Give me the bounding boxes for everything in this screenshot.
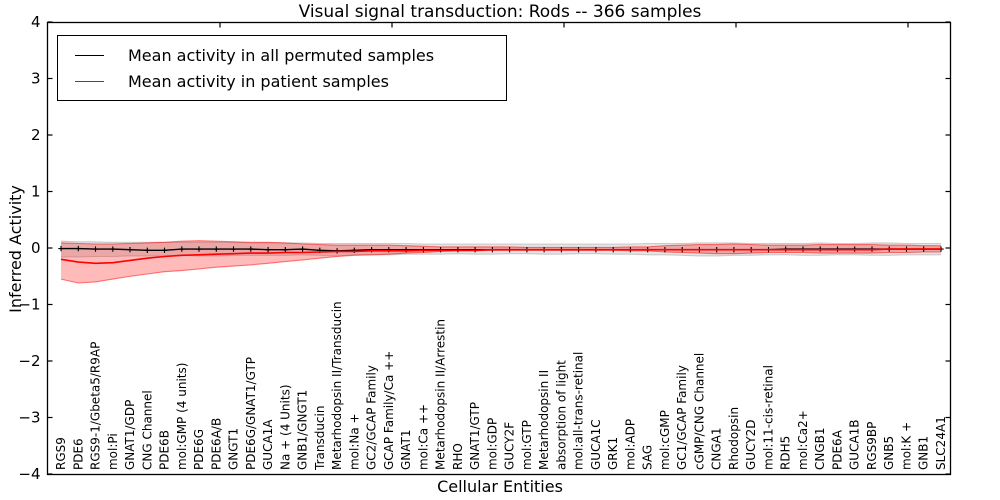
x-category-label: mol:Na + bbox=[347, 413, 361, 470]
patient-samples-std-band bbox=[61, 240, 941, 283]
x-category-label: GUCY2D bbox=[744, 420, 758, 470]
x-category-label: cGMP/CNG Channel bbox=[692, 353, 706, 470]
x-category-label: mol:GMP (4 units) bbox=[175, 363, 189, 470]
x-category-label: Metarhodopsin II/Arrestin bbox=[434, 319, 448, 470]
x-axis-title: Cellular Entities bbox=[437, 477, 563, 496]
x-category-label: GNB1/GNGT1 bbox=[296, 390, 310, 470]
x-category-label: GUCA1B bbox=[848, 419, 862, 470]
x-category-label: Rhodopsin bbox=[727, 407, 741, 470]
y-tick-label: 3 bbox=[31, 70, 41, 88]
x-category-label: Transducin bbox=[313, 406, 327, 471]
x-category-label: mol:GTP bbox=[520, 420, 534, 470]
x-category-label: RGS9-1/Gbeta5/R9AP bbox=[89, 342, 103, 470]
mean-lines bbox=[58, 245, 944, 265]
x-category-label: Metarhodopsin II/Transducin bbox=[330, 301, 344, 470]
y-tick-label: −1 bbox=[18, 296, 40, 314]
x-category-label: mol:GDP bbox=[485, 418, 499, 470]
patient-mean-line bbox=[60, 248, 941, 265]
y-tick-label: 1 bbox=[31, 183, 41, 201]
top-ticks bbox=[219, 22, 909, 28]
legend-item-patient: Mean activity in patient samples bbox=[75, 68, 506, 94]
x-category-label: GNAT1/GDP bbox=[123, 400, 137, 470]
legend: Mean activity in all permuted samples Me… bbox=[57, 35, 507, 101]
x-category-label: CNGB1 bbox=[813, 427, 827, 470]
x-category-label: mol:Pi bbox=[106, 433, 120, 470]
legend-label-patient: Mean activity in patient samples bbox=[128, 71, 389, 91]
legend-item-permuted: Mean activity in all permuted samples bbox=[75, 42, 506, 68]
std-bands bbox=[60, 240, 941, 284]
y-tick-label: −4 bbox=[18, 465, 40, 483]
x-category-label: Na + (4 Units) bbox=[278, 384, 292, 470]
x-category-label: PDE6G bbox=[192, 429, 206, 470]
x-category-label: RGS9 bbox=[54, 437, 68, 470]
x-category-label: CNGA1 bbox=[710, 428, 724, 471]
chart-title: Visual signal transduction: Rods -- 366 … bbox=[298, 2, 702, 22]
y-tick-label: 4 bbox=[31, 13, 41, 31]
x-category-label: GC2/GCAP Family bbox=[365, 365, 379, 470]
x-category-label: mol:Ca2+ bbox=[796, 410, 810, 470]
x-category-label: PDE6A/B bbox=[209, 418, 223, 470]
x-category-label: PDE6 bbox=[71, 438, 85, 470]
x-category-label: RHO bbox=[451, 443, 465, 470]
x-category-label: GC1/GCAP Family bbox=[675, 365, 689, 470]
x-category-label: mol:ADP bbox=[623, 419, 637, 470]
x-category-label: mol:11-cis-retinal bbox=[762, 365, 776, 470]
legend-line-black bbox=[75, 54, 104, 56]
x-category-label: Metarhodopsin II bbox=[537, 370, 551, 470]
x-category-label: GUCY2F bbox=[503, 422, 517, 470]
y-axis-ticks: 4 3 2 1 0 −1 −2 −3 −4 bbox=[18, 13, 951, 483]
x-category-label: GNB5 bbox=[882, 436, 896, 470]
x-category-label: RGS9BP bbox=[865, 422, 879, 470]
x-category-label: SAG bbox=[641, 445, 655, 470]
x-category-label: mol:K + bbox=[900, 422, 914, 470]
x-category-label: GCAP Family/Ca ++ bbox=[382, 351, 396, 470]
x-category-label: SLC24A1 bbox=[934, 416, 948, 470]
x-category-label: GNB1 bbox=[917, 436, 931, 470]
legend-label-permuted: Mean activity in all permuted samples bbox=[128, 45, 435, 65]
x-category-label: GUCA1C bbox=[589, 419, 603, 470]
x-category-label: PDE6G/GNAT1/GTP bbox=[244, 357, 258, 470]
y-tick-label: 0 bbox=[31, 239, 41, 257]
legend-line-red bbox=[75, 80, 104, 82]
x-category-label: CNG Channel bbox=[140, 390, 154, 470]
x-category-label: RDH5 bbox=[779, 436, 793, 470]
y-tick-label: 2 bbox=[31, 126, 41, 144]
y-tick-label: −2 bbox=[18, 352, 40, 370]
x-category-label: GNGT1 bbox=[227, 428, 241, 470]
x-category-label: GRK1 bbox=[606, 437, 620, 470]
y-tick-label: −3 bbox=[18, 409, 40, 427]
x-category-label: mol:Ca ++ bbox=[416, 404, 430, 470]
x-category-label: mol:all-trans-retinal bbox=[572, 352, 586, 470]
x-category-label: GNAT1/GTP bbox=[468, 402, 482, 470]
x-category-label: PDE6A bbox=[831, 429, 845, 470]
x-category-label: mol:cGMP bbox=[658, 410, 672, 470]
x-category-label: GNAT1 bbox=[399, 429, 413, 470]
x-category-label: PDE6B bbox=[158, 430, 172, 470]
x-category-label: absorption of light bbox=[554, 360, 568, 470]
x-category-label: GUCA1A bbox=[261, 419, 275, 470]
